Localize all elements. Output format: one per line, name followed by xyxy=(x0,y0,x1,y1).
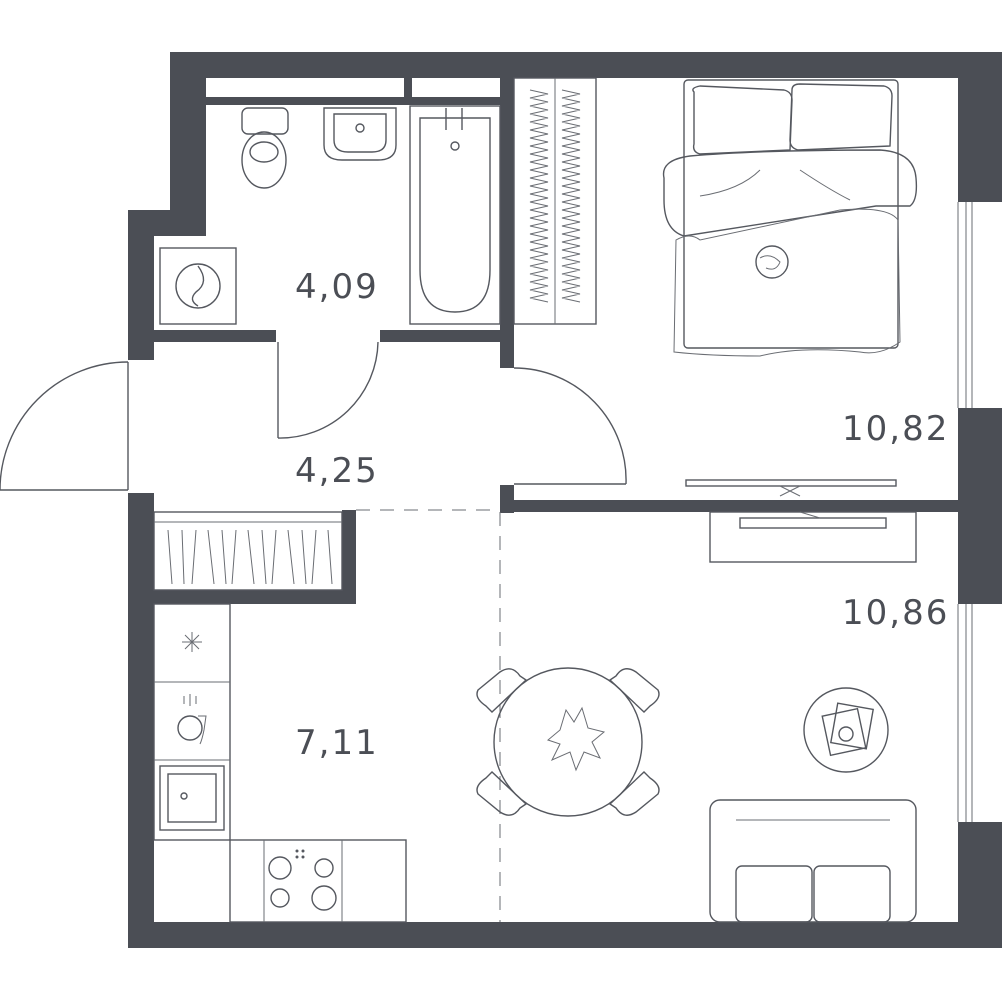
bathtub-icon xyxy=(409,105,501,325)
windows xyxy=(957,202,1002,822)
wardrobe-icon xyxy=(513,77,597,325)
bathroom-area-label: 4,09 xyxy=(295,267,379,307)
tv-stand-icon xyxy=(709,511,917,563)
stove-icon xyxy=(268,849,337,911)
coffee-table-icon xyxy=(803,687,889,773)
sink-icon xyxy=(323,107,397,161)
dining-table-icon xyxy=(476,667,660,817)
bedroom-area-label: 10,82 xyxy=(842,409,949,449)
hallway-wardrobe-icon xyxy=(153,511,343,591)
kitchen-sink-icon xyxy=(159,765,225,831)
tv-icon xyxy=(685,479,897,497)
living-room-area-label: 10,86 xyxy=(842,593,949,633)
kitchen-area-label: 7,11 xyxy=(295,723,379,763)
bed-icon xyxy=(662,79,918,357)
walls xyxy=(128,52,1002,948)
kitchen-counter xyxy=(153,603,407,923)
sofa-icon xyxy=(709,799,917,923)
doors xyxy=(0,341,627,922)
toilet-icon xyxy=(241,107,289,189)
dishwasher-icon xyxy=(177,694,207,745)
area-labels: 4,09 4,25 10,82 7,11 10,86 xyxy=(295,267,949,763)
washing-machine-icon xyxy=(159,247,237,325)
fridge-icon xyxy=(182,632,202,652)
hallway-area-label: 4,25 xyxy=(295,451,379,491)
